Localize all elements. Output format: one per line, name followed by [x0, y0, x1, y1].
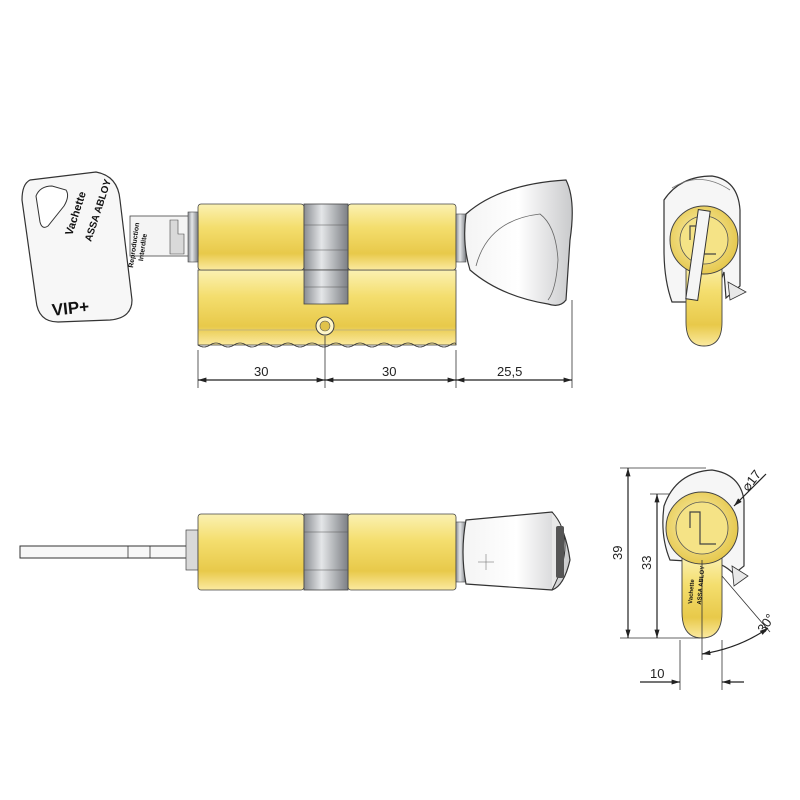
key-ring-hole	[35, 185, 69, 228]
key-blade-side	[19, 529, 199, 571]
side-view	[19, 511, 571, 591]
cylinder-left	[197, 203, 305, 271]
key-notice-line2: Interdite	[138, 233, 149, 261]
dim-left: 30	[254, 364, 268, 379]
badge-brand-label: Vachette	[688, 578, 696, 604]
end-view-bottom: Vachette ASSA ABLOY 39 33 10 ⌀17 30°	[610, 467, 778, 690]
dim-right: 25,5	[497, 364, 522, 379]
dim-height-body: 33	[639, 556, 654, 570]
key-model-label: VIP+	[51, 297, 90, 320]
side-cam	[303, 513, 349, 591]
side-cylinder-left	[197, 513, 305, 591]
front-dimensions: 30 30 25,5	[197, 300, 573, 388]
end-view-top	[663, 175, 747, 347]
cylinder-right	[347, 203, 457, 271]
central-cam	[303, 203, 349, 305]
side-cylinder-right	[347, 513, 457, 591]
key-head: Vachette ASSA ABLOY Reproduction Interdi…	[21, 171, 149, 323]
side-thumb-turn	[455, 511, 571, 591]
dim-diameter: ⌀17	[739, 467, 765, 494]
key-shaft	[129, 211, 199, 263]
dim-width: 10	[650, 666, 664, 681]
dim-angle: 30°	[754, 611, 778, 636]
dim-middle: 30	[382, 364, 396, 379]
thumb-turn-knob	[455, 179, 573, 306]
front-view: Vachette ASSA ABLOY Reproduction Interdi…	[21, 171, 573, 388]
dim-height-total: 39	[610, 546, 625, 560]
